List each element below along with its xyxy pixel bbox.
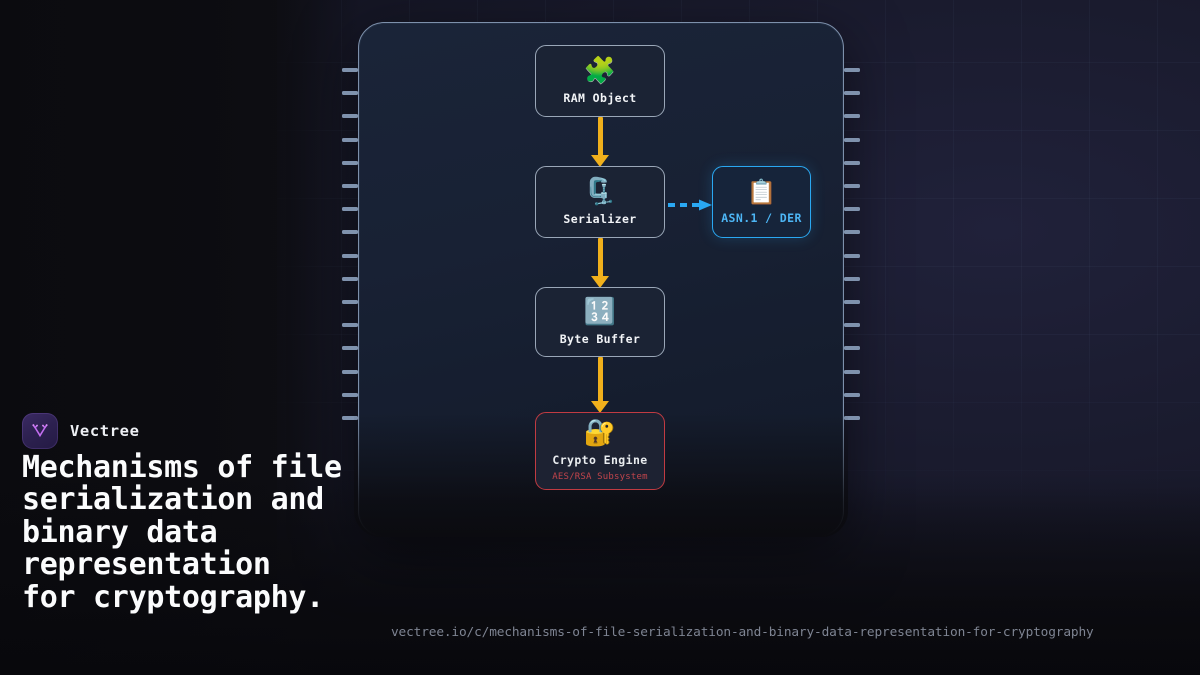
chip-pin [844,253,860,258]
flow-node-serializer[interactable]: 🗜️ Serializer [535,166,665,238]
chip-pin [844,323,860,328]
chip-pin [844,276,860,281]
puzzle-piece-icon: 🧩 [583,55,617,86]
chip-pin [844,68,860,72]
chip-pin [844,416,860,420]
chip-pin [844,207,860,212]
flow-node-label: ASN.1 / DER [721,210,802,225]
chip-pin [844,184,860,188]
chip-pin [342,91,358,96]
chip-pin [342,253,358,258]
chip-pin [844,137,860,142]
chip-pin [342,416,358,420]
flow-node-sublabel: AES/RSA Subsystem [552,472,648,482]
chip-pin [844,392,860,397]
vectree-v-tree-icon [22,413,58,449]
flow-node-label: Byte Buffer [559,331,641,346]
chip-pin [844,369,860,374]
chip-pin [342,323,358,328]
chip-pin [342,207,358,212]
chip-pin [342,346,358,351]
brand: Vectree [22,413,140,449]
flow-node-asn1-der[interactable]: 📋 ASN.1 / DER [712,166,811,238]
chip-pin [342,184,358,188]
page-title: Mechanisms of file serialization and bin… [22,450,342,615]
chip-pins-right [842,22,860,537]
chip-pin [844,300,860,304]
logo-glyph [32,424,48,438]
clipboard-icon: 📋 [746,177,777,206]
chip-pin [844,91,860,96]
chip-pin [342,392,358,397]
flow-node-label: Crypto Engine [552,453,648,467]
flow-node-crypto-engine[interactable]: 🔐 Crypto Engine AES/RSA Subsystem [535,412,665,490]
chip-pin [342,114,358,119]
chip-pin [844,160,860,165]
chip-pin [342,230,358,235]
chip-pin [844,346,860,351]
input-numbers-icon: 🔢 [583,296,617,327]
flow-node-ram-object[interactable]: 🧩 RAM Object [535,45,665,117]
chip-pin [342,137,358,142]
chip-pin [342,369,358,374]
clamp-icon: 🗜️ [583,176,617,207]
flow-node-byte-buffer[interactable]: 🔢 Byte Buffer [535,287,665,357]
chip-pin [342,276,358,281]
flow-node-label: RAM Object [563,90,637,105]
chip-pin [342,68,358,72]
chip-pin [844,114,860,119]
locked-with-key-icon: 🔐 [583,418,617,448]
brand-name: Vectree [70,422,140,440]
chip-pin [844,230,860,235]
chip-pin [342,160,358,165]
edge-serializer-to-asn1 [668,196,716,211]
chip-pin [342,300,358,304]
page-url: vectree.io/c/mechanisms-of-file-serializ… [391,625,1094,640]
flow-node-label: Serializer [563,211,637,226]
dashed-arrow-icon [668,199,712,211]
